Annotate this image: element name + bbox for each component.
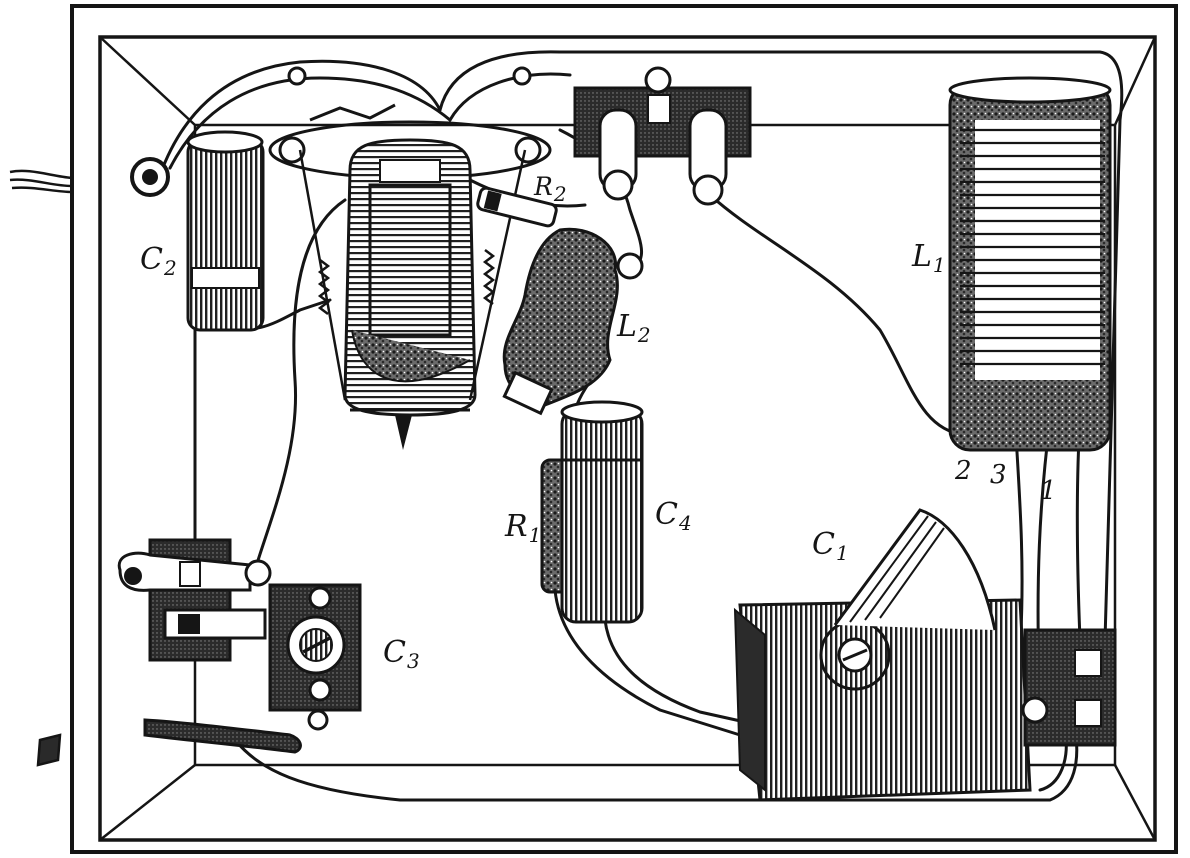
corner-bevel-tl	[99, 36, 196, 126]
label-c1-sub: 1	[835, 541, 849, 565]
trimmer-capacitor-c3	[268, 583, 362, 731]
chassis-box	[70, 4, 1178, 854]
coil-tap-label-1: 1	[1040, 476, 1057, 506]
power-cord	[9, 169, 73, 767]
label-c4: C4	[655, 497, 692, 535]
label-r2: R2	[534, 174, 567, 204]
label-l2: L2	[617, 309, 651, 347]
label-r1-main: R	[505, 509, 528, 544]
label-c2-main: C	[140, 242, 163, 277]
coil-tap-label-2: 2	[955, 456, 972, 486]
label-r2-main: R	[534, 172, 553, 201]
corner-bevel-br	[1113, 764, 1157, 841]
coil-tap-label-3: 3	[990, 460, 1007, 490]
label-c4-main: C	[655, 497, 678, 532]
capacitor-c4	[560, 400, 644, 624]
label-c3: C3	[383, 635, 420, 673]
label-r1-sub: 1	[528, 523, 542, 547]
label-r1: R1	[505, 509, 542, 547]
choke-l2	[502, 227, 644, 416]
inner-rim	[98, 35, 1157, 842]
label-c1-main: C	[812, 527, 835, 562]
variable-capacitor-c1	[733, 508, 1117, 802]
label-c4-sub: 4	[678, 511, 692, 535]
resistor-r2	[476, 186, 558, 228]
label-l2-main: L	[617, 309, 637, 344]
coil-l1	[948, 76, 1112, 452]
label-l1: L1	[912, 239, 946, 277]
capacitor-c2	[130, 130, 265, 332]
label-c2-sub: 2	[163, 256, 177, 280]
antenna-lead	[143, 718, 302, 754]
label-l1-main: L	[912, 239, 932, 274]
outer-frame	[70, 4, 1178, 854]
label-l1-sub: 1	[932, 253, 946, 277]
vacuum-tube	[298, 138, 527, 450]
label-c3-main: C	[383, 635, 406, 670]
terminal-strip	[573, 66, 752, 206]
label-l2-sub: 2	[637, 323, 651, 347]
label-r2-sub: 2	[553, 182, 567, 206]
label-c2: C2	[140, 242, 177, 280]
label-c1: C1	[812, 527, 849, 565]
label-c3-sub: 3	[406, 649, 420, 673]
clip-block	[117, 538, 272, 662]
corner-bevel-bl	[99, 764, 196, 841]
